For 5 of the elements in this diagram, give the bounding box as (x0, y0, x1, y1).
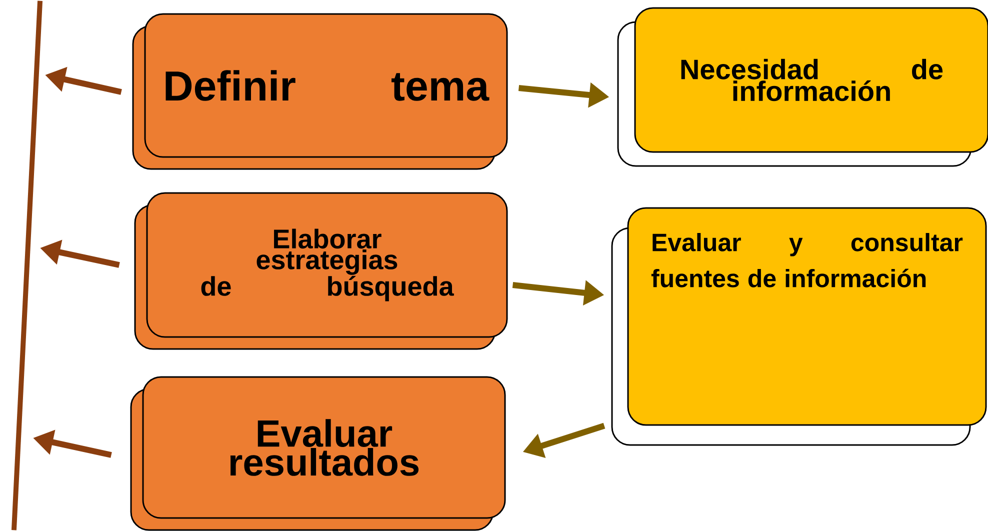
process-box: Elaborar estrategias de búsqueda (134, 192, 508, 350)
process-box: Definir tema (132, 13, 508, 170)
process-box: Evaluar resultados (130, 376, 506, 531)
process-box: Evaluar y consultar fuentes de información (611, 207, 987, 446)
process-box: Necesidad de información (617, 7, 988, 167)
